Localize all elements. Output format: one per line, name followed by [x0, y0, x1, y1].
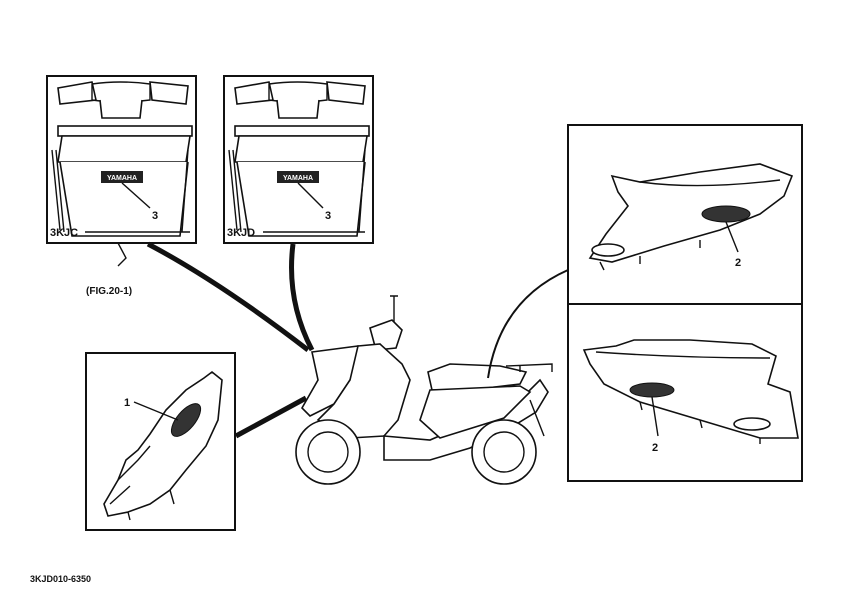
panel-3kjd: YAMAHA 3 3KJD [223, 75, 374, 244]
leader-3kjd-to-scooter [289, 243, 315, 352]
leader-line-3kjd [297, 182, 324, 209]
leg-shield-cover [103, 370, 223, 521]
panel-leg-cover: 1 [85, 352, 236, 531]
leader-leg-cover-to-scooter [234, 395, 308, 439]
part-number-1: 1 [124, 397, 130, 409]
variant-label-3kjd: 3KJD [227, 227, 255, 239]
front-shield-drawing-3kjd [228, 81, 370, 237]
leader-3kjc-to-scooter [146, 241, 310, 352]
leader-line-3kjc [121, 182, 151, 209]
figure-code: 3KJD010-6350 [30, 574, 91, 584]
emblem-text-3kjd: YAMAHA [283, 175, 313, 182]
fig-ref-label: (FIG.20-1) [86, 286, 132, 297]
scooter-silhouette [295, 295, 553, 485]
side-cover-lower [582, 339, 799, 444]
yamaha-emblem-3kjc [101, 171, 143, 183]
part-number-3-variant: 3 [325, 210, 331, 222]
panel-side-covers: 2 2 [567, 124, 803, 482]
front-shield-drawing-3kjc [51, 81, 193, 237]
part-number-2-lower: 2 [652, 442, 658, 454]
panel-3kjc: YAMAHA 3 3KJC [46, 75, 197, 244]
emblem-text-3kjc: YAMAHA [107, 175, 137, 182]
leader-side-covers-to-scooter [487, 269, 569, 379]
fig-ref-leader [117, 242, 127, 267]
variant-label-3kjc: 3KJC [50, 227, 78, 239]
side-cover-upper [588, 163, 794, 271]
yamaha-emblem-3kjd [277, 171, 319, 183]
part-number-2-upper: 2 [735, 257, 741, 269]
part-number-3: 3 [152, 210, 158, 222]
